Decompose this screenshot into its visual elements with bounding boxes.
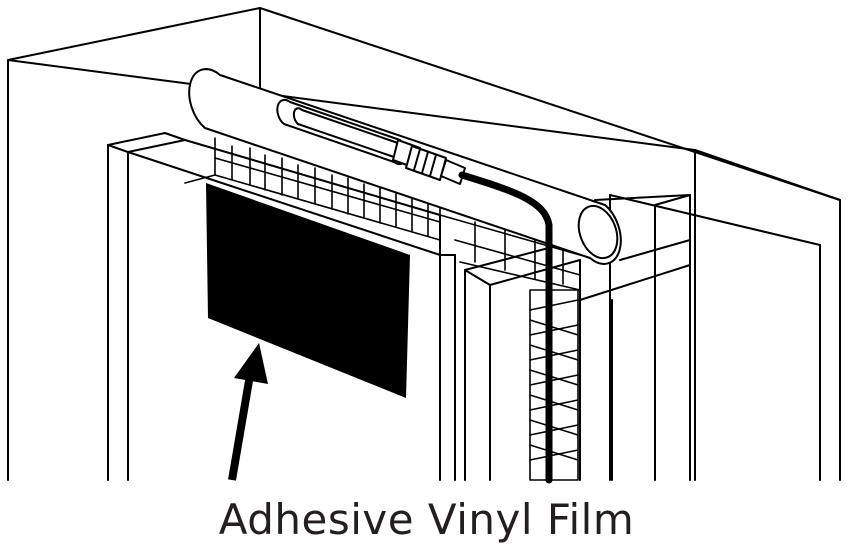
light-tube — [188, 68, 622, 265]
power-cable — [405, 145, 553, 484]
side-grid — [529, 289, 579, 481]
caption-label: Adhesive Vinyl Film — [218, 495, 635, 544]
arrow-pointer — [228, 343, 268, 481]
aquarium-tank — [7, 7, 841, 481]
top-grid — [184, 137, 581, 291]
vinyl-film — [206, 183, 410, 398]
filter-chamber — [107, 132, 691, 481]
